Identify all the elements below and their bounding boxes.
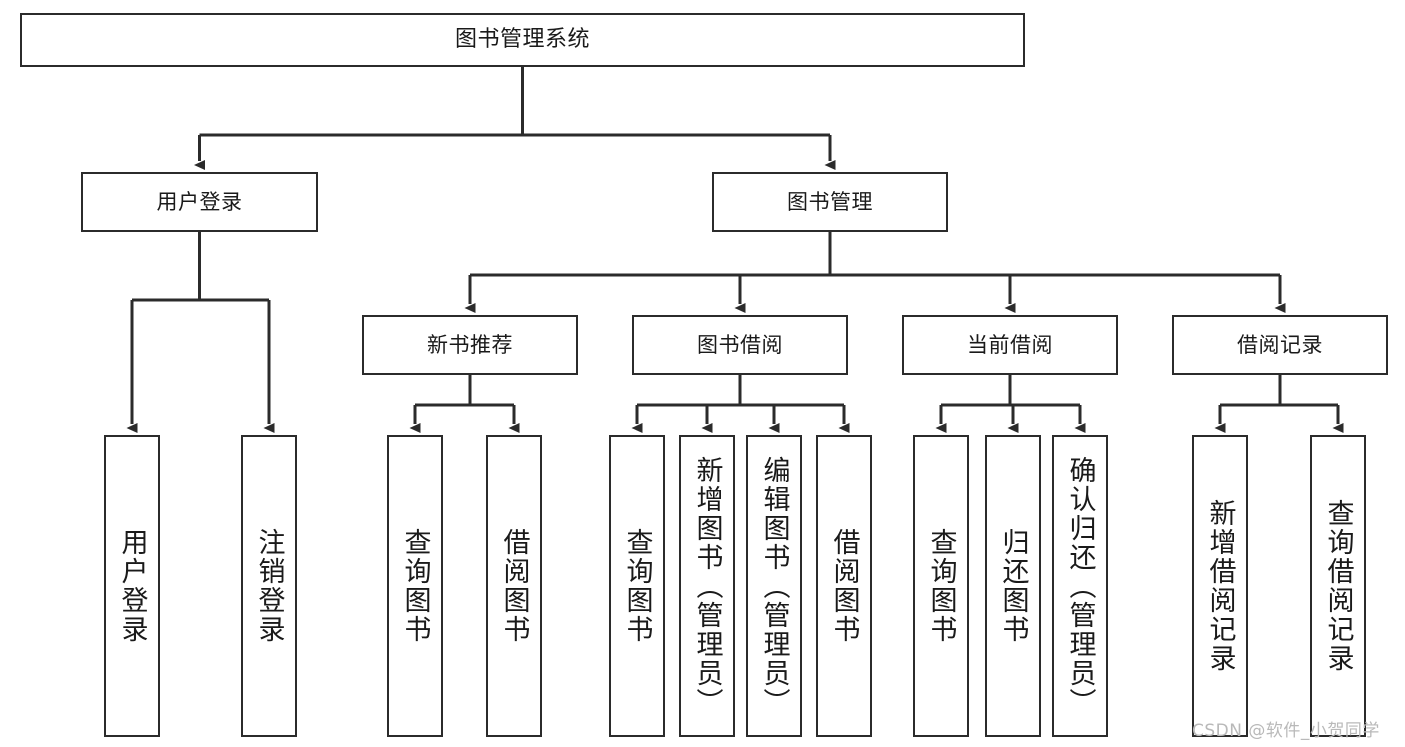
node-leaf-query-record[interactable]: 查询借阅记录 xyxy=(1310,435,1366,737)
node-leaf-add-record[interactable]: 新增借阅记录 xyxy=(1192,435,1248,737)
node-leaf-borrow-book-1[interactable]: 借阅图书 xyxy=(486,435,542,737)
node-label: 借阅图书 xyxy=(828,528,860,644)
node-book-manage[interactable]: 图书管理 xyxy=(712,172,948,232)
node-label: 新增图书（管理员） xyxy=(691,455,723,717)
node-leaf-add-book[interactable]: 新增图书（管理员） xyxy=(679,435,735,737)
node-label: 新书推荐 xyxy=(427,332,513,357)
node-leaf-borrow-book-2[interactable]: 借阅图书 xyxy=(816,435,872,737)
node-label: 查询图书 xyxy=(621,528,653,644)
node-leaf-confirm-return[interactable]: 确认归还（管理员） xyxy=(1052,435,1108,737)
node-label: 查询图书 xyxy=(925,528,957,644)
node-leaf-user-login[interactable]: 用户登录 xyxy=(104,435,160,737)
node-label: 用户登录 xyxy=(116,528,148,644)
node-leaf-query-book-2[interactable]: 查询图书 xyxy=(609,435,665,737)
node-leaf-query-book-1[interactable]: 查询图书 xyxy=(387,435,443,737)
node-user-login[interactable]: 用户登录 xyxy=(81,172,318,232)
node-label: 查询借阅记录 xyxy=(1322,499,1354,673)
node-leaf-return-book[interactable]: 归还图书 xyxy=(985,435,1041,737)
node-leaf-edit-book[interactable]: 编辑图书（管理员） xyxy=(746,435,802,737)
node-root[interactable]: 图书管理系统 xyxy=(20,13,1025,67)
node-borrow-record[interactable]: 借阅记录 xyxy=(1172,315,1388,375)
node-label: 当前借阅 xyxy=(967,332,1053,357)
node-label: 用户登录 xyxy=(156,189,243,214)
node-current-borrow[interactable]: 当前借阅 xyxy=(902,315,1118,375)
node-new-book-rec[interactable]: 新书推荐 xyxy=(362,315,578,375)
node-leaf-query-book-3[interactable]: 查询图书 xyxy=(913,435,969,737)
node-label: 图书借阅 xyxy=(697,332,783,357)
node-label: 确认归还（管理员） xyxy=(1064,455,1096,717)
node-leaf-logout[interactable]: 注销登录 xyxy=(241,435,297,737)
node-label: 新增借阅记录 xyxy=(1204,499,1236,673)
node-label: 图书管理系统 xyxy=(454,27,590,53)
node-label: 注销登录 xyxy=(253,528,285,644)
node-label: 借阅图书 xyxy=(498,528,530,644)
node-book-borrow[interactable]: 图书借阅 xyxy=(632,315,848,375)
node-label: 查询图书 xyxy=(399,528,431,644)
node-label: 编辑图书（管理员） xyxy=(758,455,790,717)
node-label: 图书管理 xyxy=(787,189,873,214)
node-label: 借阅记录 xyxy=(1237,332,1323,357)
csdn-watermark: CSDN @软件_小贺同学 xyxy=(1192,721,1380,741)
node-label: 归还图书 xyxy=(997,528,1029,644)
